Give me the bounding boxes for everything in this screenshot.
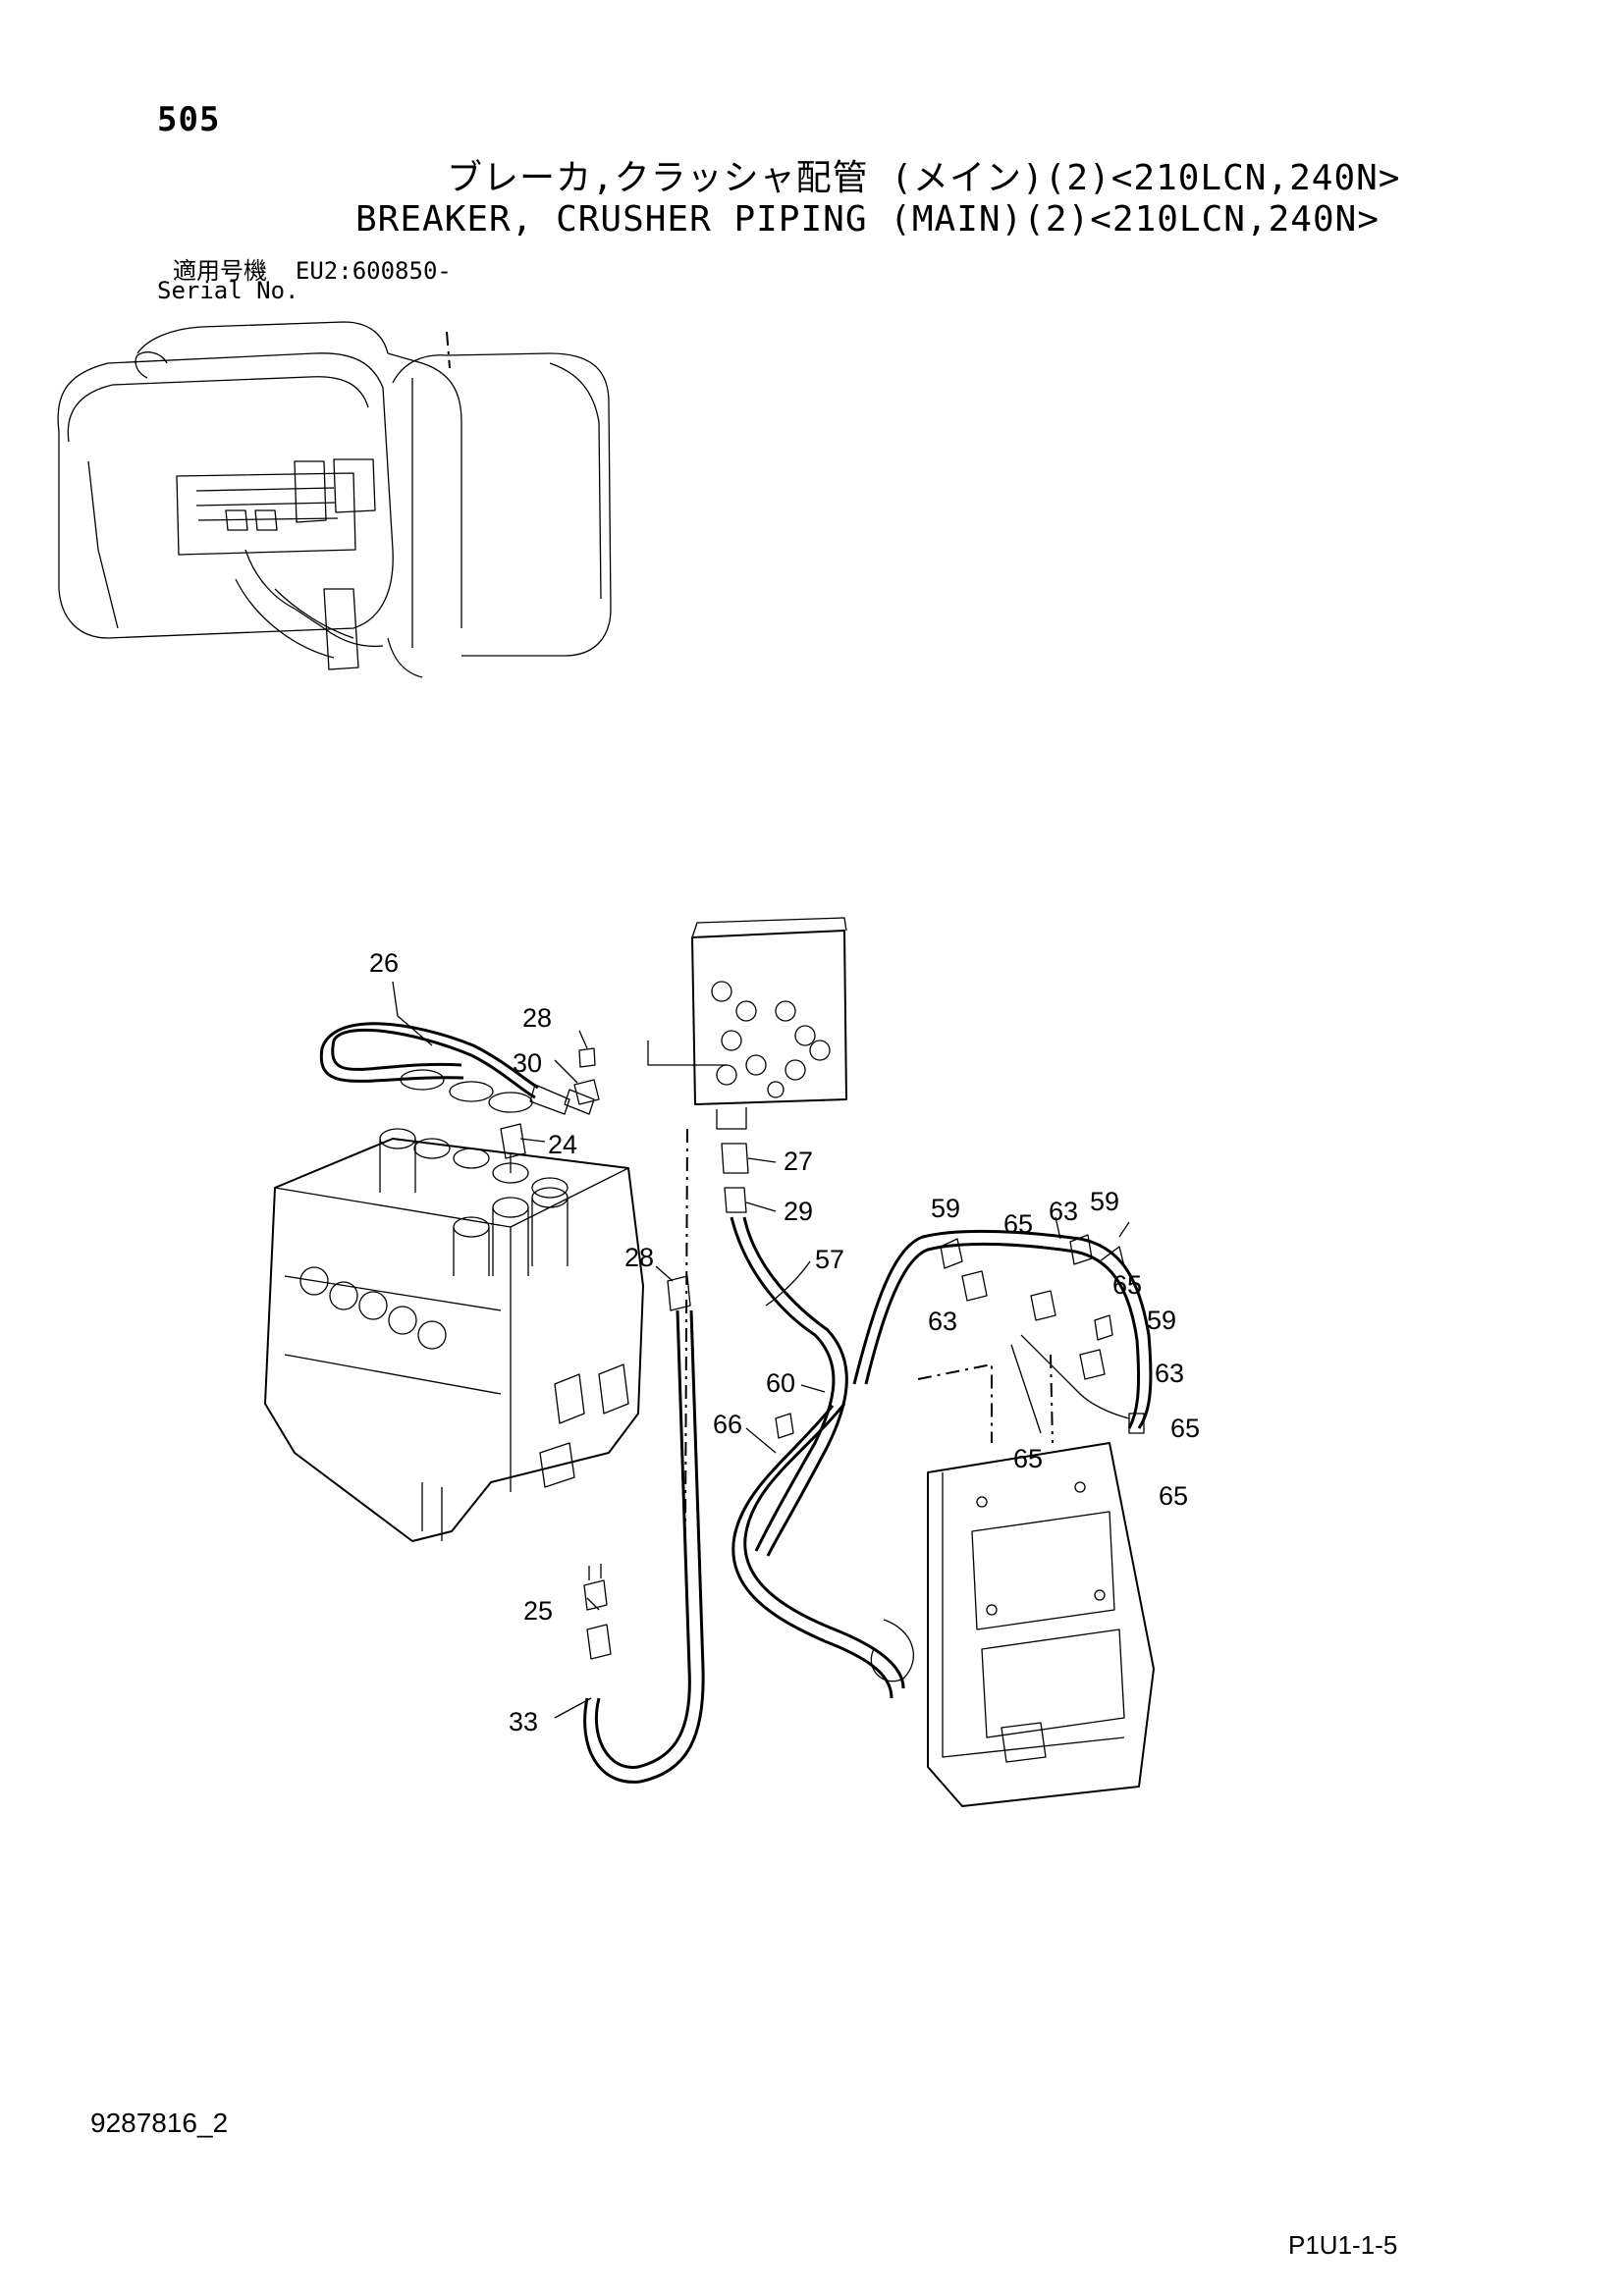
pilot-valve-block-illustration	[647, 917, 847, 1532]
callout-65: 65	[1003, 1209, 1033, 1239]
mounting-panel-illustration	[917, 1354, 1155, 1807]
callout-24: 24	[548, 1130, 577, 1159]
leader-lines	[392, 981, 1130, 1719]
callout-59: 59	[931, 1194, 960, 1223]
callout-27: 27	[784, 1147, 813, 1176]
callout-30: 30	[513, 1048, 542, 1078]
hose-26	[319, 1022, 595, 1115]
serial-label-english: Serial No.	[157, 277, 299, 304]
page-title-japanese: ブレーカ,クラッシャ配管 (メイン)(2)<210LCN,240N>	[447, 158, 1401, 198]
callout-28b: 28	[624, 1243, 654, 1272]
callout-33: 33	[509, 1707, 538, 1736]
callout-65b: 65	[1112, 1270, 1142, 1300]
callout-65e: 65	[1159, 1481, 1188, 1511]
serial-label-japanese: 適用号機	[173, 257, 267, 285]
callout-63: 63	[1049, 1197, 1078, 1226]
fittings-28-30-24	[500, 1047, 600, 1173]
page-title-english: BREAKER, CRUSHER PIPING (MAIN)(2)<210LCN…	[355, 199, 1380, 240]
callout-numbers: 26 28 30 24 27 29 28 57 59 65 63 59 63 6…	[369, 948, 1200, 1736]
callout-29: 29	[784, 1197, 813, 1226]
machine-overview-illustration	[57, 321, 612, 678]
callout-63c: 63	[1155, 1359, 1184, 1388]
callout-63b: 63	[928, 1307, 957, 1336]
callout-25: 25	[523, 1596, 553, 1626]
document-number: 9287816_2	[90, 2108, 229, 2138]
fittings-27-29	[721, 1143, 749, 1213]
callout-65c: 65	[1013, 1444, 1043, 1473]
wiring-harness-illustration	[731, 1229, 1153, 1699]
callout-28: 28	[522, 1003, 552, 1033]
callout-57: 57	[815, 1245, 844, 1274]
main-control-valve-illustration	[264, 1069, 644, 1542]
callout-60: 60	[766, 1368, 795, 1398]
page-number: 505	[157, 100, 221, 139]
callout-26: 26	[369, 948, 399, 978]
hose-33	[583, 1275, 705, 1784]
page-code: P1U1-1-5	[1288, 2230, 1398, 2260]
callout-59c: 59	[1147, 1306, 1176, 1335]
serial-value: EU2:600850-	[295, 257, 452, 285]
callout-65d: 65	[1170, 1414, 1200, 1443]
hose-57	[730, 1216, 848, 1557]
callout-66: 66	[713, 1410, 742, 1439]
callout-59b: 59	[1090, 1187, 1119, 1216]
serial-info-japanese: 適用号機 EU2:600850-	[173, 251, 452, 286]
